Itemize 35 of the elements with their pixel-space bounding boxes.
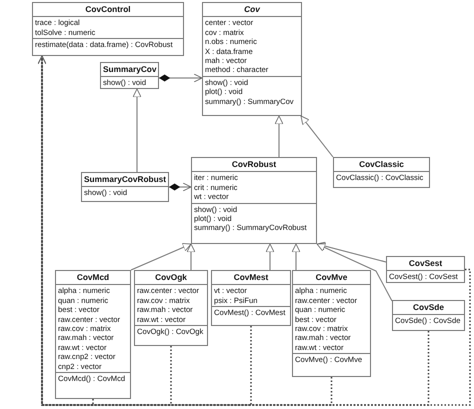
class-name: SummaryCovRobust bbox=[84, 175, 166, 184]
class-box bbox=[134, 270, 208, 346]
class-name: CovClassic bbox=[358, 160, 405, 170]
class-box bbox=[202, 2, 302, 116]
class-box bbox=[100, 62, 159, 89]
class-name: CovSest bbox=[408, 259, 444, 268]
inheritance-arrow bbox=[274, 116, 284, 158]
inheritance-arrow bbox=[130, 243, 192, 270]
class-name: CovRobust bbox=[230, 160, 278, 170]
inheritance-arrow bbox=[266, 244, 274, 270]
inheritance-arrow bbox=[316, 243, 392, 302]
class-box bbox=[55, 270, 131, 399]
class-name: CovMest bbox=[232, 273, 270, 282]
inheritance-arrow bbox=[316, 242, 386, 262]
class-name: CovMcd bbox=[76, 273, 110, 282]
class-box bbox=[211, 270, 291, 326]
inheritance-arrow bbox=[132, 88, 142, 172]
class-box bbox=[386, 256, 465, 283]
class-name: CovControl bbox=[84, 5, 132, 14]
inheritance-arrow bbox=[186, 244, 196, 270]
class-box bbox=[292, 270, 371, 377]
class-name: CovMve bbox=[314, 273, 348, 282]
class-name: CovOgk bbox=[154, 273, 188, 282]
composition-arrow bbox=[168, 182, 192, 192]
class-name: SummaryCov bbox=[103, 65, 156, 74]
class-box bbox=[392, 300, 465, 331]
class-box bbox=[32, 2, 184, 56]
class-box bbox=[191, 157, 317, 244]
inheritance-arrow bbox=[292, 244, 300, 270]
inheritance-arrow bbox=[300, 116, 334, 158]
class-name: Cov bbox=[243, 5, 262, 14]
class-box bbox=[81, 172, 169, 202]
class-name: CovSde bbox=[412, 303, 445, 312]
class-box bbox=[333, 157, 430, 188]
composition-arrow bbox=[158, 74, 202, 82]
